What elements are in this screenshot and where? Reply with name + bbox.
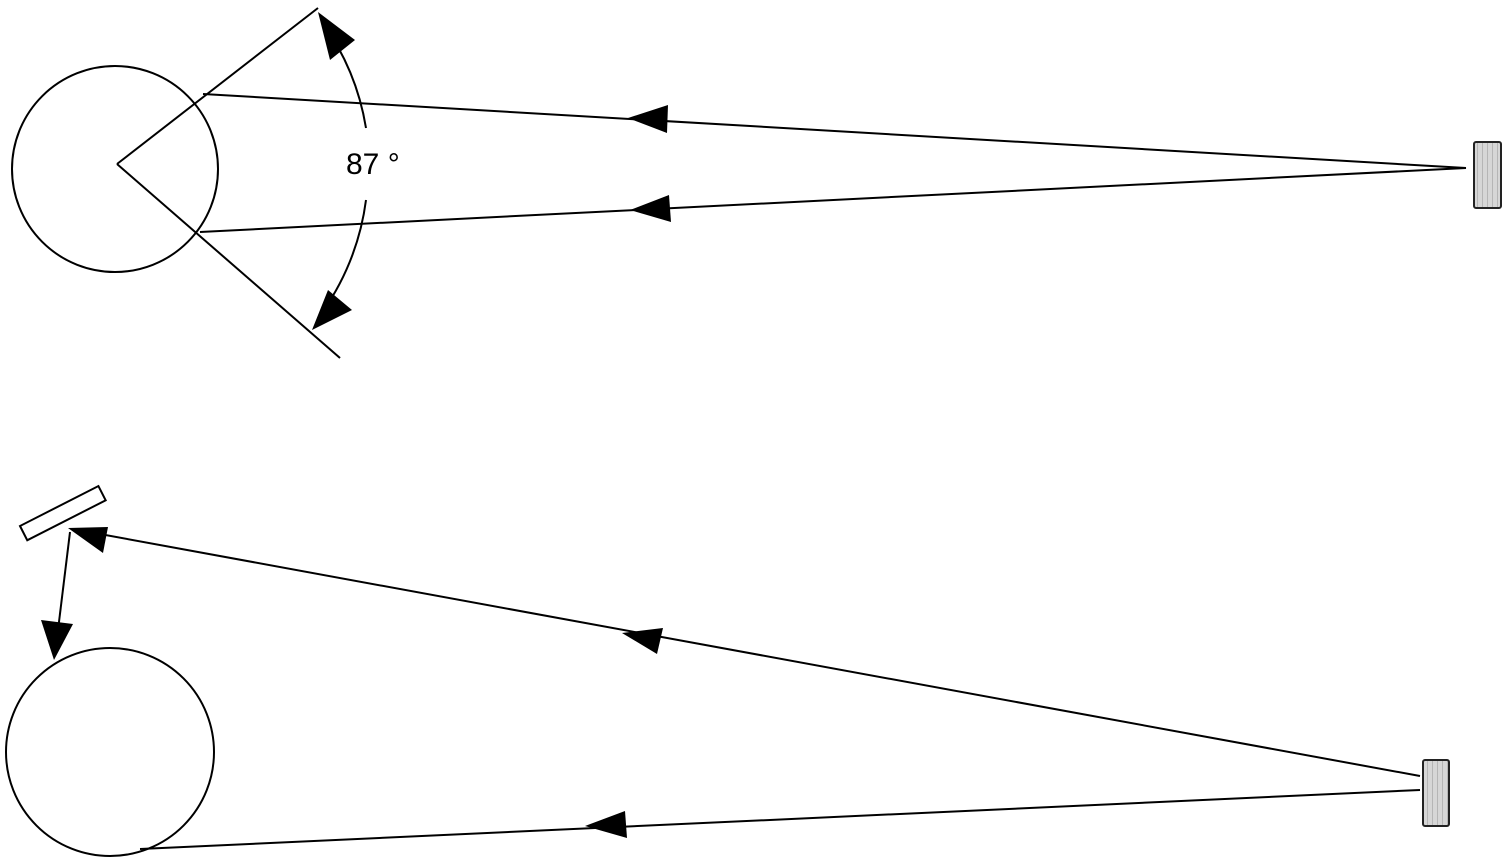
- ray-mirror-to-sphere: [57, 531, 71, 631]
- arrowhead-icon: [312, 290, 352, 330]
- arrowhead-icon: [68, 527, 108, 553]
- arrowhead-icon: [622, 628, 663, 654]
- target-sphere: [5, 647, 215, 857]
- arrowhead-icon: [585, 811, 627, 838]
- mirror: [18, 484, 108, 542]
- ray-upper: [202, 93, 1467, 169]
- light-source-bottom: [1422, 759, 1450, 827]
- ray-lower: [199, 167, 1467, 233]
- ray-to-mirror: [77, 529, 1421, 777]
- arrowhead-icon: [628, 105, 668, 133]
- bottom-diagram: [5, 529, 1421, 857]
- arrowhead-icon: [41, 620, 73, 660]
- top-diagram: [11, 7, 1467, 359]
- arrowhead-icon: [630, 195, 671, 222]
- ray-direct: [139, 789, 1421, 850]
- angle-edge-lower: [116, 163, 341, 359]
- angle-edge-upper: [116, 7, 319, 165]
- arrowhead-icon: [318, 12, 355, 60]
- light-source-top: [1473, 141, 1502, 209]
- target-sphere: [11, 65, 219, 273]
- angle-label: 87 °: [346, 148, 400, 181]
